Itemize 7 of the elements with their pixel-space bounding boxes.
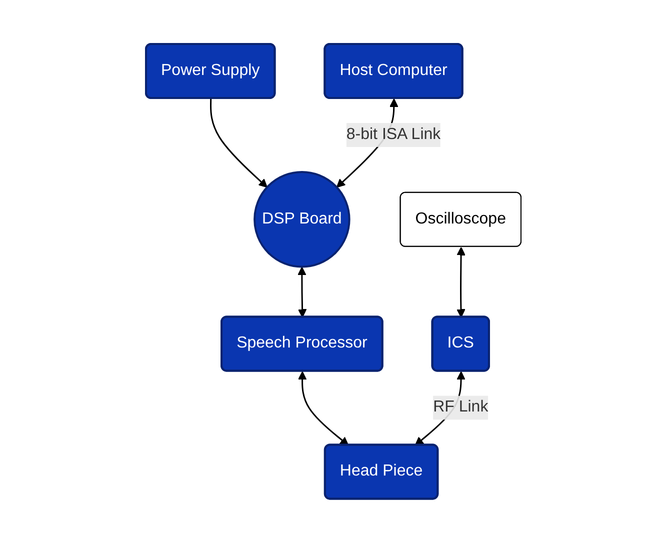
arrow <box>456 247 466 318</box>
node-circle: DSP Board <box>254 171 350 268</box>
arrow <box>298 371 349 446</box>
arrow <box>210 98 268 188</box>
arrow <box>298 266 307 318</box>
edge-label: RF Link <box>433 398 488 416</box>
edge-label: 8-bit ISA Link <box>346 126 441 144</box>
